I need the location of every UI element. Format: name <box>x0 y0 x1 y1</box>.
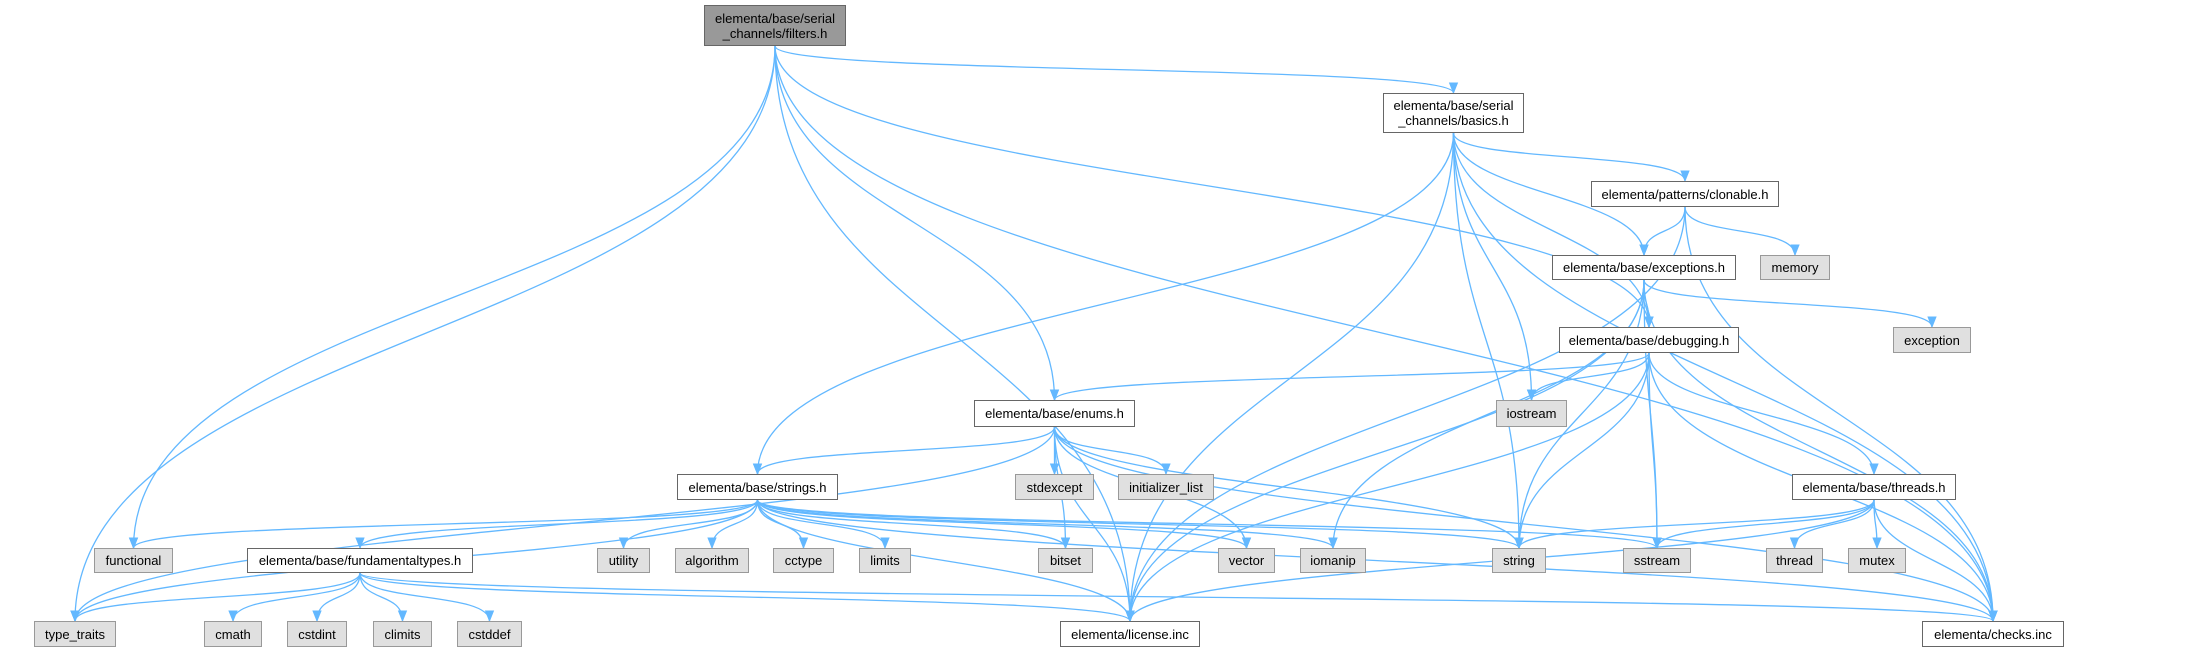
edge-strings-to-sstream <box>756 499 1662 550</box>
edge-debugging-to-enums <box>1050 352 1650 402</box>
node-threads[interactable]: elementa/base/threads.h <box>1792 474 1956 500</box>
node-iomanip[interactable]: iomanip <box>1300 548 1366 573</box>
node-limits[interactable]: limits <box>859 548 911 573</box>
edge-filters-to-type_traits <box>70 45 776 623</box>
edge-enums-to-checks <box>1053 426 1998 623</box>
edge-fundamentaltypes-to-climits <box>359 572 408 623</box>
edge-basics-to-clonable <box>1452 132 1690 183</box>
node-checks[interactable]: elementa/checks.inc <box>1922 621 2064 647</box>
edge-enums-to-strings <box>752 426 1056 476</box>
node-utility[interactable]: utility <box>597 548 650 573</box>
edge-debugging-to-string <box>1514 352 1650 550</box>
edge-exceptions-to-iomanip <box>1328 279 1645 550</box>
node-stdexcept[interactable]: stdexcept <box>1015 474 1094 500</box>
edge-filters-to-license <box>774 45 1135 623</box>
node-cmath[interactable]: cmath <box>204 621 262 647</box>
node-exception[interactable]: exception <box>1893 327 1971 353</box>
node-cstdint[interactable]: cstdint <box>287 621 347 647</box>
node-sstream[interactable]: sstream <box>1623 548 1691 573</box>
node-clonable[interactable]: elementa/patterns/clonable.h <box>1591 181 1779 207</box>
edge-strings-to-bitset <box>756 499 1071 550</box>
edge-filters-to-enums <box>774 45 1060 402</box>
node-strings[interactable]: elementa/base/strings.h <box>677 474 838 500</box>
node-cctype[interactable]: cctype <box>773 548 834 573</box>
edge-exceptions-to-string <box>1514 279 1645 550</box>
node-iostream[interactable]: iostream <box>1496 400 1567 427</box>
edge-threads-to-checks <box>1873 499 1998 623</box>
edge-basics-to-string <box>1452 132 1524 550</box>
edge-fundamentaltypes-to-type_traits <box>70 572 361 623</box>
node-thread[interactable]: thread <box>1766 548 1823 573</box>
edge-debugging-to-license <box>1125 352 1650 623</box>
edge-strings-to-limits <box>756 499 890 550</box>
edge-strings-to-iomanip <box>756 499 1338 550</box>
node-enums[interactable]: elementa/base/enums.h <box>974 400 1135 427</box>
node-climits[interactable]: climits <box>373 621 432 647</box>
edge-strings-to-string <box>756 499 1524 550</box>
edge-clonable-to-license <box>1125 206 1686 623</box>
edge-debugging-to-threads <box>1648 352 1879 476</box>
edge-basics-to-checks <box>1452 132 1998 623</box>
edge-fundamentaltypes-to-cmath <box>228 572 361 623</box>
edge-exceptions-to-exception <box>1643 279 1937 329</box>
node-algorithm[interactable]: algorithm <box>675 548 749 573</box>
edge-debugging-to-sstream <box>1648 352 1662 550</box>
edge-threads-to-sstream <box>1652 499 1875 550</box>
edge-basics-to-debugging <box>1452 132 1654 329</box>
edge-strings-to-utility <box>618 499 759 550</box>
edge-filters-to-debugging <box>774 45 1654 329</box>
edge-enums-to-initializer_list <box>1053 426 1171 476</box>
edge-debugging-to-iostream <box>1526 352 1650 402</box>
node-basics[interactable]: elementa/base/serial _channels/basics.h <box>1383 93 1524 133</box>
edge-threads-to-thread <box>1789 499 1875 550</box>
edge-strings-to-license <box>756 499 1135 623</box>
node-memory[interactable]: memory <box>1760 255 1830 280</box>
node-bitset[interactable]: bitset <box>1038 548 1093 573</box>
edge-basics-to-license <box>1125 132 1455 623</box>
edge-enums-to-string <box>1053 426 1524 550</box>
edge-strings-to-algorithm <box>707 499 759 550</box>
edge-fundamentaltypes-to-cstdint <box>312 572 361 623</box>
node-license[interactable]: elementa/license.inc <box>1060 621 1200 647</box>
edge-clonable-to-checks <box>1684 206 1998 623</box>
edge-strings-to-vector <box>756 499 1252 550</box>
node-string[interactable]: string <box>1492 548 1546 573</box>
node-exceptions[interactable]: elementa/base/exceptions.h <box>1552 255 1736 280</box>
node-initializer-list[interactable]: initializer_list <box>1118 474 1214 500</box>
node-mutex[interactable]: mutex <box>1848 548 1906 573</box>
edge-filters-to-basics <box>774 45 1458 95</box>
edge-clonable-to-memory <box>1684 206 1800 257</box>
edge-filters-to-checks <box>774 45 1998 623</box>
node-filters[interactable]: elementa/base/serial _channels/filters.h <box>704 5 846 46</box>
edge-fundamentaltypes-to-license <box>359 572 1135 623</box>
edge-basics-to-strings <box>752 132 1455 476</box>
node-debugging[interactable]: elementa/base/debugging.h <box>1559 327 1739 353</box>
edge-filters-to-functional <box>128 45 776 550</box>
edge-strings-to-functional <box>129 499 759 550</box>
node-cstddef[interactable]: cstddef <box>457 621 522 647</box>
edge-clonable-to-exceptions <box>1639 206 1686 257</box>
edge-strings-to-checks <box>756 499 1998 623</box>
node-functional[interactable]: functional <box>94 548 173 573</box>
edge-fundamentaltypes-to-cstddef <box>359 572 495 623</box>
node-type-traits[interactable]: type_traits <box>34 621 116 647</box>
edge-strings-to-fundamentaltypes <box>355 499 759 550</box>
edge-enums-to-license <box>1053 426 1135 623</box>
edge-threads-to-string <box>1514 499 1875 550</box>
node-fundamentaltypes[interactable]: elementa/base/fundamentaltypes.h <box>247 548 473 573</box>
node-vector[interactable]: vector <box>1218 548 1275 573</box>
edge-basics-to-exceptions <box>1452 132 1649 257</box>
edge-basics-to-iostream <box>1452 132 1537 402</box>
